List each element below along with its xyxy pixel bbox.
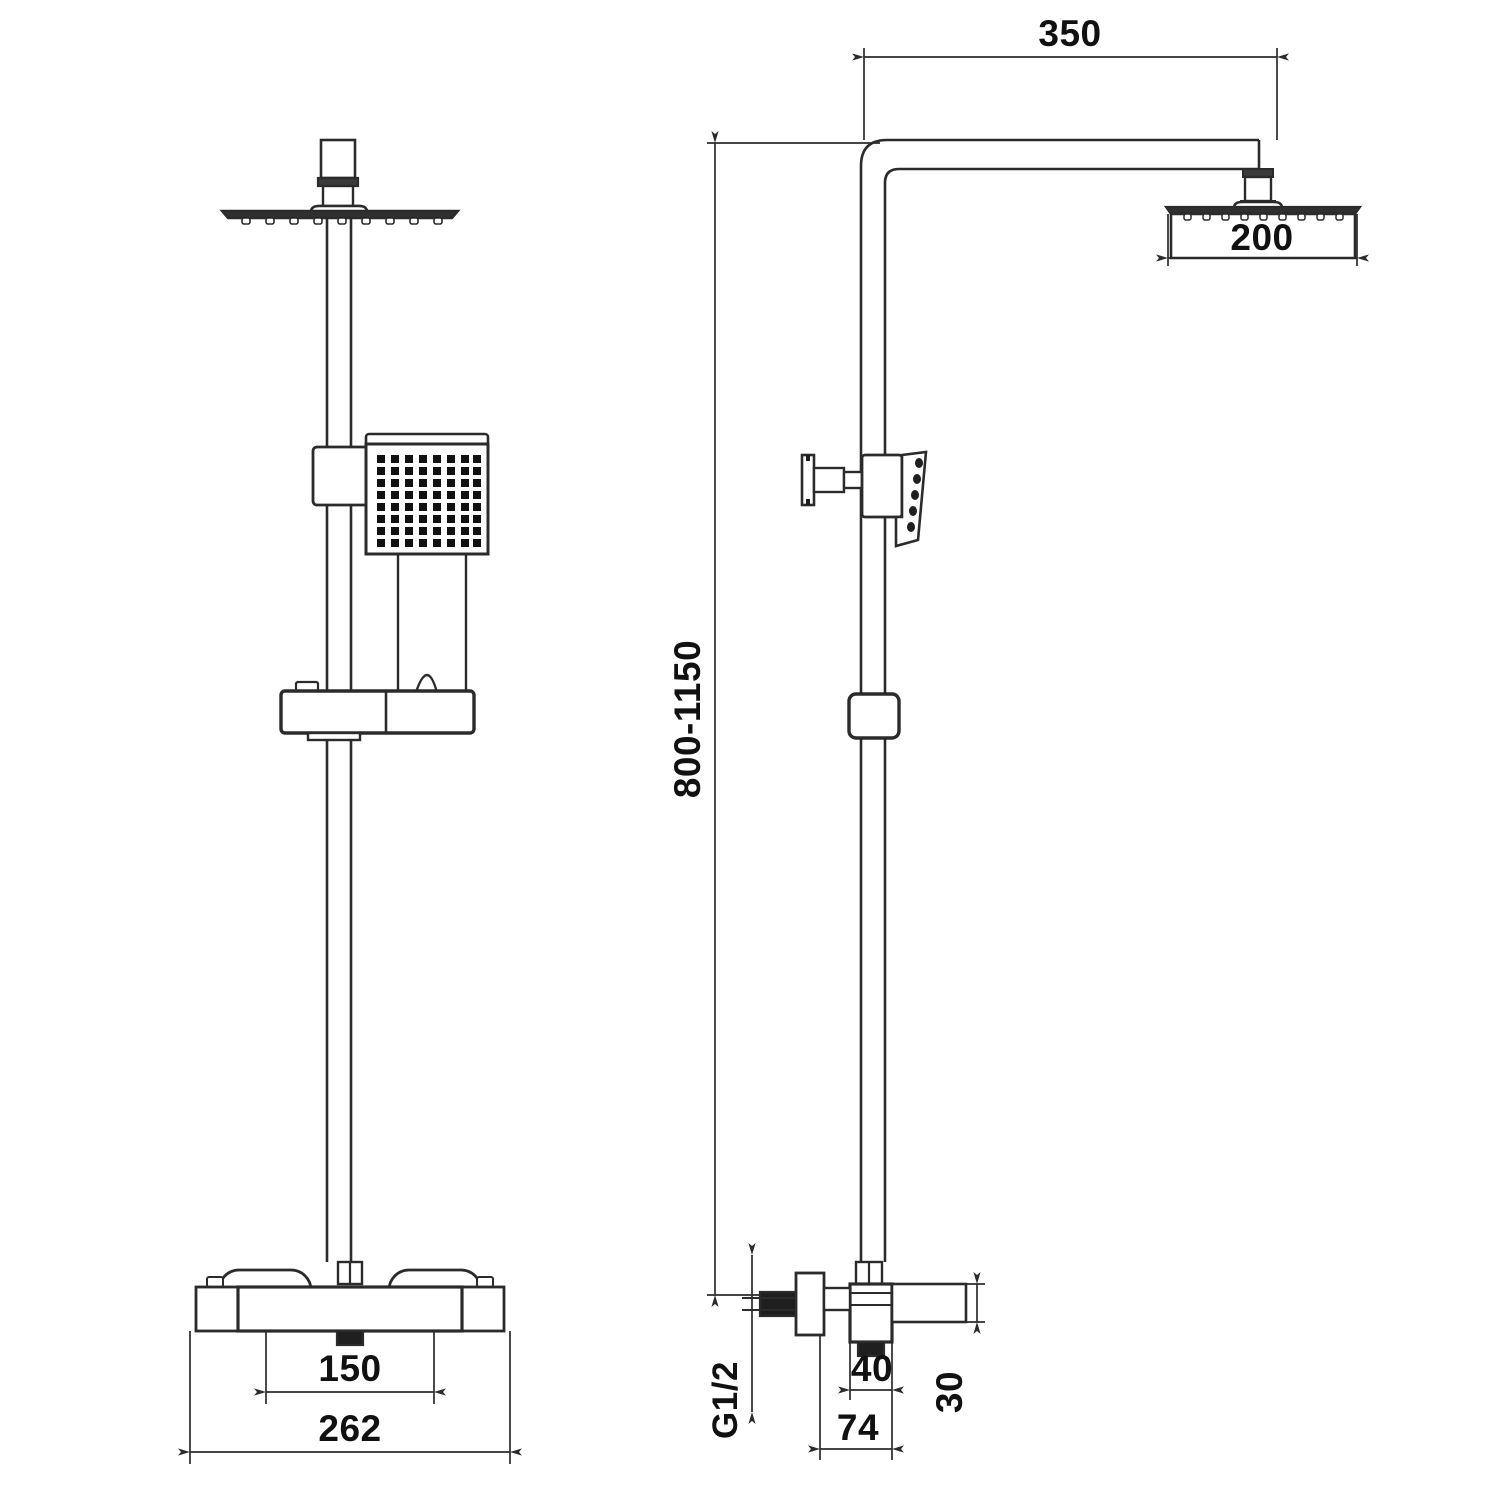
dimension-valve-width: 262: [178, 1331, 522, 1464]
dimension-label-200: 200: [1230, 217, 1293, 258]
overhead-shower-head-side: [1163, 205, 1363, 260]
slider-collar-side: [847, 692, 901, 740]
dimension-label-262: 262: [318, 1408, 381, 1449]
thermostatic-valve-body-side: [848, 1260, 968, 1358]
hand-shower-holder: [311, 445, 373, 507]
dimension-inlet-thread: G1/2: [706, 1243, 756, 1439]
dimension-riser-height: 800-1150: [667, 131, 880, 1307]
dimension-arm-reach: 350: [852, 13, 1289, 140]
head-connector: [309, 138, 369, 216]
dimension-inlet-centres: 150: [254, 1331, 446, 1404]
thermostatic-valve-body: [194, 1260, 506, 1347]
dimension-head-depth: 200: [1156, 214, 1369, 266]
dimension-valve-height: 30: [929, 1272, 985, 1413]
dimension-label-g12: G1/2: [706, 1361, 745, 1439]
hand-shower-side: [860, 450, 928, 548]
hand-shower-nozzle-grid: [377, 455, 481, 547]
dimension-label-30: 30: [929, 1371, 970, 1413]
dimension-label-74: 74: [837, 1407, 879, 1448]
wall-bracket: [800, 453, 866, 507]
side-view: 350 200 800-1150 G1/2: [667, 13, 1369, 1460]
slider-bracket: [279, 680, 476, 742]
hand-shower: [364, 432, 490, 707]
head-connector-side: [1232, 168, 1284, 211]
dimension-label-40: 40: [851, 1348, 893, 1389]
overhead-shower-head: [219, 209, 461, 225]
front-view: 150 262: [178, 138, 522, 1464]
dimension-label-350: 350: [1038, 13, 1101, 54]
dimension-label-800-1150: 800-1150: [667, 640, 708, 798]
dimension-label-150: 150: [318, 1348, 381, 1389]
dimension-valve-body-depth: 40: [838, 1322, 904, 1400]
dimension-valve-projection: 74: [808, 1335, 904, 1460]
shower-arm: [859, 138, 1261, 1262]
